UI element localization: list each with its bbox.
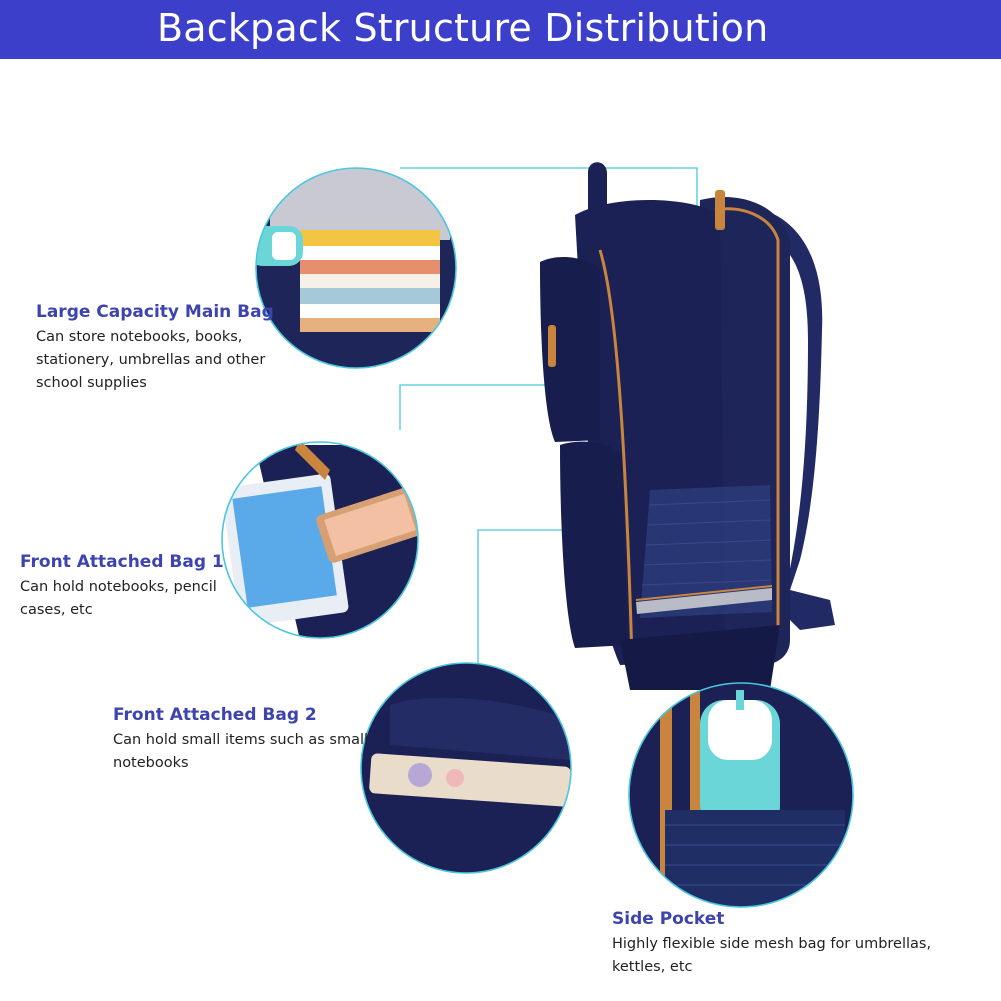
callout-description: Highly flexible side mesh bag for umbrel…	[612, 933, 931, 979]
callout-title: Front Attached Bag 1	[20, 552, 224, 572]
description-line: notebooks	[113, 755, 189, 771]
callout-side-pocket: Side Pocket Highly flexible side mesh ba…	[612, 909, 931, 979]
callout-front-bag-2: Front Attached Bag 2 Can hold small item…	[113, 705, 368, 775]
backpack-base	[620, 625, 780, 690]
detail-circle-front-bag-2	[360, 662, 572, 874]
description-line: cases, etc	[20, 602, 93, 618]
page-title: Backpack Structure Distribution	[157, 6, 769, 50]
callout-title: Front Attached Bag 2	[113, 705, 317, 725]
description-line: kettles, etc	[612, 959, 693, 975]
zipper-pull-top	[715, 190, 725, 230]
description-line: Can hold small items such as small	[113, 732, 369, 748]
callout-description: Can hold notebooks, pencil cases, etc	[20, 576, 224, 622]
side-mesh-pocket	[640, 485, 772, 618]
backpack-side-view	[540, 162, 835, 690]
callout-description: Can hold small items such as small noteb…	[113, 729, 368, 775]
front-pocket-lower	[560, 441, 628, 648]
detail-circle-front-bag-1	[221, 441, 419, 639]
description-line: school supplies	[36, 375, 147, 391]
zipper-pull-upper	[548, 325, 556, 367]
callout-title: Large Capacity Main Bag	[36, 302, 274, 322]
callout-front-bag-1: Front Attached Bag 1 Can hold notebooks,…	[20, 552, 224, 622]
description-line: stationery, umbrellas and other	[36, 352, 266, 368]
leader-line-front-bag-1	[399, 384, 562, 430]
title-banner: Backpack Structure Distribution	[0, 0, 1001, 59]
detail-circle-main-bag	[255, 167, 457, 369]
description-line: Highly flexible side mesh bag for umbrel…	[612, 936, 932, 952]
detail-circle-side-pocket	[628, 682, 854, 908]
callout-title: Side Pocket	[612, 909, 725, 929]
callout-description: Can store notebooks, books, stationery, …	[36, 326, 274, 395]
description-line: Can store notebooks, books,	[36, 329, 243, 345]
description-line: Can hold notebooks, pencil	[20, 579, 217, 595]
callout-main-bag: Large Capacity Main Bag Can store notebo…	[36, 302, 274, 395]
shoulder-strap	[740, 205, 835, 630]
front-pocket-upper	[540, 256, 600, 442]
